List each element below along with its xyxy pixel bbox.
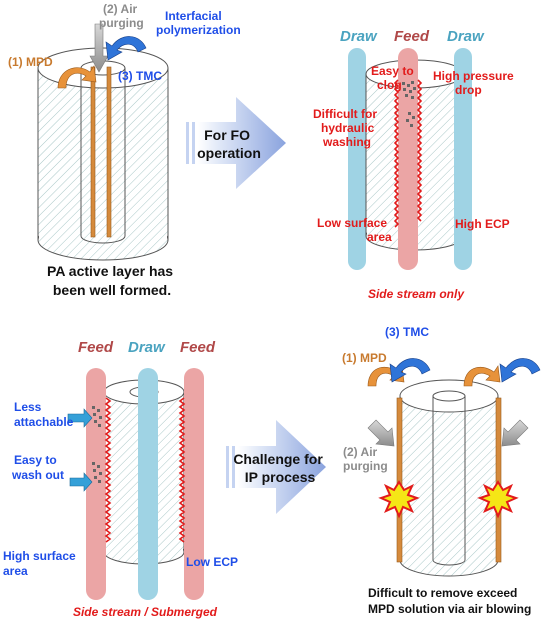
burst-right [477, 480, 519, 519]
mpd-coating-right [106, 66, 112, 238]
pa-layer-caption: PA active layer has been well formed. [47, 263, 177, 298]
mpd-coating-left [396, 397, 403, 563]
interfacial-polymerization-label: Interfacial polymerization [156, 9, 241, 37]
low-ecp-label: Low ECP [186, 555, 238, 569]
mpd-label: (1) MPD [8, 55, 53, 69]
tmc-curved-arrow-left [389, 358, 431, 383]
mpd-coating-left [90, 66, 96, 238]
air-purging-label: (2) Air purging [99, 2, 144, 30]
draw-tube-left [348, 48, 366, 270]
feed-tube-center [398, 48, 418, 270]
panel-top-left: (2) Air purging Interfacial polymerizati… [8, 2, 241, 298]
mpd-label: (1) MPD [342, 351, 387, 365]
feed-label: Feed [394, 28, 430, 45]
svg-text:For FO operation: For FO operation [197, 127, 261, 161]
svg-text:Challenge for IP process: Challenge for IP process [233, 451, 326, 485]
arrow-ip-challenge: Challenge for IP process [226, 420, 326, 514]
easy-to-clog-label: Easy to clog [371, 64, 417, 92]
difficult-washing-label: Difficult for hydraulic washing [313, 107, 380, 149]
mpd-curved-arrow [57, 65, 97, 89]
wash-out-arrow [69, 472, 93, 492]
air-purging-arrow [89, 23, 109, 73]
draw-tube-center [138, 368, 158, 600]
mpd-curved-arrow-right [463, 365, 501, 387]
tmc-label: (3) TMC [118, 69, 162, 83]
high-ecp-label: High ECP [455, 217, 510, 231]
feed-tube-right [184, 368, 204, 600]
air-purging-label: (2) Air purging [343, 445, 388, 473]
foulant-particles [92, 406, 102, 483]
tmc-curved-arrow-right [499, 358, 541, 383]
mpd-coating-right [495, 397, 502, 563]
less-attachable-arrow [67, 408, 93, 428]
less-attachable-label: Less attachable [14, 400, 74, 429]
draw-label: Draw [128, 339, 166, 356]
panel-bottom-right: (3) TMC (1) MPD (2) Air purging Difficul… [342, 325, 541, 616]
easy-wash-out-label: Easy to wash out [11, 453, 64, 482]
panel-top-right: Draw Feed Draw Easy to clog High pressur… [313, 28, 517, 301]
feed-label-right: Feed [180, 339, 216, 356]
tmc-curved-arrow [105, 36, 147, 61]
draw-tube-right [454, 48, 472, 270]
clog-particles [402, 81, 416, 127]
draw-label-left: Draw [340, 28, 378, 45]
submerged-caption: Side stream / Submerged [73, 605, 218, 619]
high-pressure-drop-label: High pressure drop [433, 69, 517, 97]
arrow-fo-operation: For FO operation [186, 97, 286, 189]
draw-label-right: Draw [447, 28, 485, 45]
air-arrow-left [367, 419, 395, 447]
burst-left [378, 480, 420, 519]
tmc-label: (3) TMC [385, 325, 429, 339]
high-surface-area-label: High surface area [3, 549, 79, 578]
low-surface-area-label: Low surface area [317, 216, 392, 244]
panel-bottom-left: Feed Draw Feed Less attachable Easy to w… [3, 339, 238, 619]
air-blowing-caption: Difficult to remove exceed MPD solution … [368, 586, 531, 616]
membrane-fringe [393, 79, 400, 228]
air-arrow-right [501, 419, 529, 447]
side-stream-only-caption: Side stream only [368, 287, 465, 301]
feed-label-left: Feed [78, 339, 114, 356]
